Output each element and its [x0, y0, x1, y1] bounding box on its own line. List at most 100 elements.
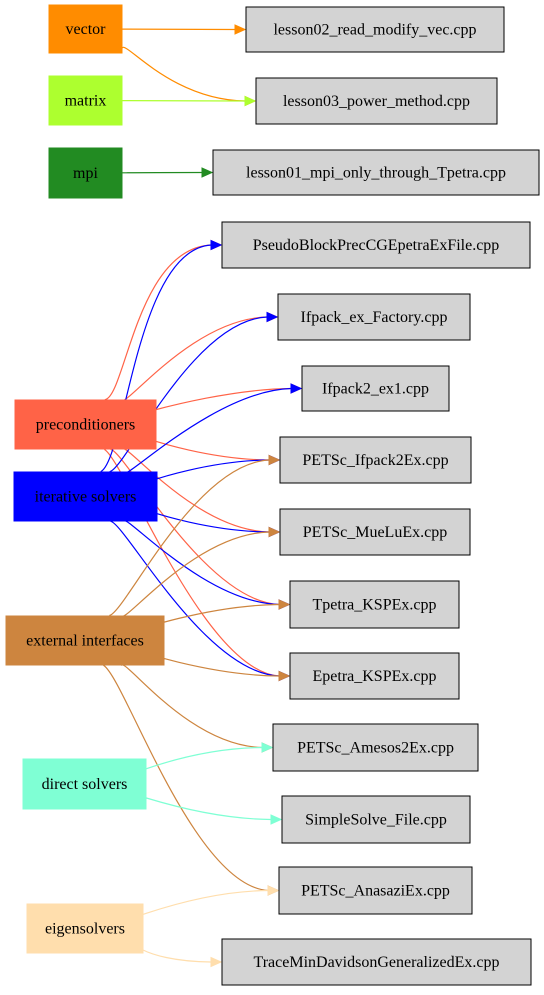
category-label: external interfaces: [26, 633, 144, 650]
category-node-eigen: eigensolvers: [26, 903, 144, 954]
edge-eigen-to-f_pan: [139, 889, 269, 916]
edge-preconditioners-to-f_pb: [104, 244, 212, 401]
file-label: lesson02_read_modify_vec.cpp: [273, 22, 476, 39]
category-label: vector: [66, 21, 107, 38]
file-node-f_pif2: PETSc_Ifpack2Ex.cpp: [279, 436, 472, 484]
arrowhead-icon: [201, 167, 214, 178]
file-box: [221, 938, 532, 986]
edge-external-to-f_pan: [103, 664, 269, 892]
edge-preconditioners-to-f_eksp: [104, 448, 280, 677]
file-node-f_if2: Ifpack2_ex1.cpp: [301, 365, 450, 412]
file-node-f_pam: PETSc_Amesos2Ex.cpp: [272, 723, 479, 772]
category-label: mpi: [73, 165, 98, 182]
arrowhead-icon: [268, 454, 281, 466]
edge-preconditioners-to-f_ifex: [121, 316, 268, 401]
file-node-f_l01: lesson01_mpi_only_through_Tpetra.cpp: [212, 149, 540, 196]
file-node-f_pmue: PETSc_MueLuEx.cpp: [279, 508, 471, 556]
file-label: PETSc_AnasaziEx.cpp: [301, 883, 450, 900]
file-node-f_pb: PseudoBlockPrecCGEpetraExFile.cpp: [221, 221, 531, 269]
file-label: Ifpack_ex_Factory.cpp: [301, 309, 448, 326]
file-node-f_l02: lesson02_read_modify_vec.cpp: [245, 6, 505, 53]
category-box: [5, 615, 165, 666]
category-box: [48, 147, 123, 199]
edge-iterative-to-f_if2: [125, 387, 292, 473]
file-label: Ifpack2_ex1.cpp: [322, 381, 429, 398]
file-label: PseudoBlockPrecCGEpetraExFile.cpp: [253, 237, 500, 254]
file-box: [281, 795, 471, 844]
category-label: direct solvers: [42, 776, 128, 793]
file-label: PETSc_MueLuEx.cpp: [303, 524, 447, 541]
category-node-preconditioners: preconditioners: [14, 399, 157, 450]
file-box: [221, 221, 531, 269]
arrowhead-icon: [210, 239, 223, 251]
edge-iterative-to-f_ifex: [109, 316, 268, 473]
node-layer: vector matrix mpi preconditioners iterative …: [5, 4, 540, 986]
category-box: [22, 758, 147, 810]
file-box: [279, 508, 471, 556]
category-box: [14, 399, 157, 450]
file-label: lesson03_power_method.cpp: [283, 93, 470, 110]
category-label: matrix: [65, 93, 107, 110]
file-label: PETSc_Amesos2Ex.cpp: [297, 740, 454, 757]
arrowhead-icon: [290, 383, 303, 394]
file-box: [245, 6, 505, 53]
file-label: SimpleSolve_File.cpp: [305, 812, 447, 829]
edge-external-to-f_tksp: [153, 603, 280, 626]
category-node-direct: direct solvers: [22, 758, 147, 810]
arrowhead-icon: [267, 885, 280, 896]
file-node-f_l03: lesson03_power_method.cpp: [255, 77, 498, 125]
file-label: lesson01_mpi_only_through_Tpetra.cpp: [246, 165, 506, 182]
file-node-f_ss: SimpleSolve_File.cpp: [281, 795, 471, 844]
edge-direct-to-f_pam: [141, 746, 263, 771]
edge-preconditioners-to-f_tksp: [110, 448, 280, 606]
file-box: [272, 723, 479, 772]
edge-preconditioners-to-f_if2: [149, 387, 292, 412]
file-box: [212, 149, 540, 196]
category-node-mpi: mpi: [48, 147, 123, 199]
edge-external-to-f_pif2: [109, 459, 270, 617]
category-label: iterative solvers: [35, 489, 137, 506]
file-node-f_pan: PETSc_AnasaziEx.cpp: [278, 866, 473, 915]
file-box: [289, 652, 460, 700]
category-node-iterative: iterative solvers: [13, 471, 158, 522]
arrowhead-icon: [278, 599, 291, 610]
edge-eigen-to-f_tmd: [135, 944, 212, 963]
category-label: preconditioners: [36, 417, 136, 434]
file-label: TraceMinDavidsonGeneralizedEx.cpp: [254, 954, 500, 971]
file-node-f_eksp: Epetra_KSPEx.cpp: [289, 652, 460, 700]
arrowhead-icon: [266, 311, 279, 323]
category-node-matrix: matrix: [48, 75, 123, 126]
arrowhead-icon: [244, 95, 257, 107]
arrowhead-icon: [234, 24, 247, 35]
file-label: Tpetra_KSPEx.cpp: [313, 597, 437, 614]
category-label: eigensolvers: [45, 921, 125, 938]
file-box: [255, 77, 498, 125]
file-node-f_ifex: Ifpack_ex_Factory.cpp: [277, 293, 471, 341]
arrowhead-icon: [278, 670, 291, 682]
file-label: PETSc_Ifpack2Ex.cpp: [302, 452, 448, 469]
edge-iterative-to-f_eksp: [110, 520, 280, 677]
file-box: [279, 436, 472, 484]
file-node-f_tksp: Tpetra_KSPEx.cpp: [289, 580, 460, 629]
edge-iterative-to-f_tksp: [123, 520, 280, 606]
category-node-external: external interfaces: [5, 615, 165, 666]
category-box: [13, 471, 158, 522]
edge-external-to-f_pam: [120, 664, 263, 749]
edge-vector-to-f_l03: [121, 46, 246, 102]
file-box: [277, 293, 471, 341]
category-box: [26, 903, 144, 954]
edge-iterative-to-f_pb: [100, 244, 212, 473]
file-box: [278, 866, 473, 915]
edge-direct-to-f_ss: [142, 796, 272, 821]
edge-external-to-f_pmue: [121, 531, 270, 617]
category-node-vector: vector: [48, 4, 123, 54]
arrowhead-icon: [268, 526, 281, 538]
file-box: [289, 580, 460, 629]
arrowhead-icon: [270, 814, 283, 825]
category-box: [48, 4, 123, 54]
arrowhead-icon: [261, 742, 274, 753]
file-label: Epetra_KSPEx.cpp: [313, 668, 437, 685]
edge-preconditioners-to-f_pmue: [121, 448, 270, 533]
edge-preconditioners-to-f_pif2: [148, 438, 270, 461]
